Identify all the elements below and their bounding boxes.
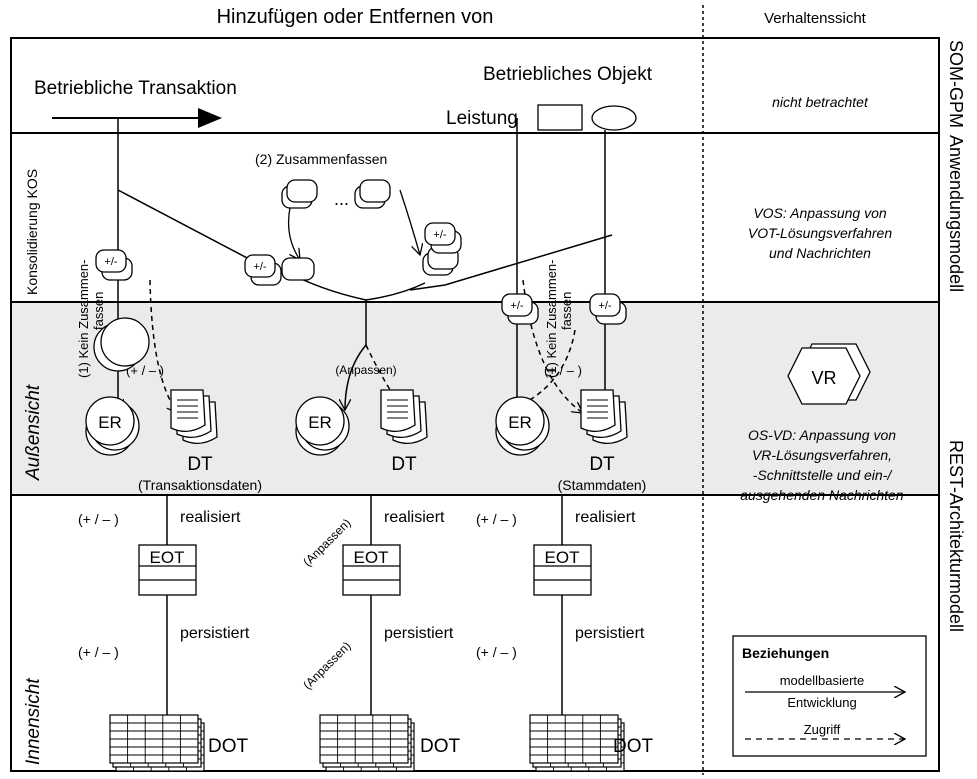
side-label-rest: REST-Architekturmodell: [946, 440, 966, 632]
dt-symbol-3: [580, 389, 628, 444]
innen-pm-3b: (+ / – ): [476, 644, 517, 660]
er-label: ER: [508, 413, 532, 432]
plusminus-text: +/-: [104, 256, 117, 268]
persistiert-1: persistiert: [180, 625, 250, 642]
realisiert-2: realisiert: [384, 509, 445, 526]
dot-label-1: DOT: [208, 736, 249, 757]
kos-box: [281, 257, 315, 281]
vr-label: VR: [811, 368, 836, 388]
header-right: Verhaltenssicht: [764, 10, 867, 27]
osvd-line-4: ausgehenden Nachrichten: [740, 487, 904, 503]
aussen-pm-1: (+ / – ): [126, 363, 164, 378]
dot-grid-1: [109, 714, 205, 772]
persistiert-3: persistiert: [575, 625, 645, 642]
innen-pm-1a: (+ / – ): [78, 511, 119, 527]
plusminus-badge: +/-: [244, 254, 282, 286]
kein-zusammenfassen-1a: (1) Kein Zusammen-: [76, 260, 91, 378]
dt-label-1: DT: [187, 454, 213, 475]
er-symbol-3: ER: [495, 396, 550, 456]
eot-label: EOT: [354, 548, 389, 567]
plusminus-text: +/-: [433, 229, 446, 241]
eot-label: EOT: [150, 548, 185, 567]
leistung-label: Leistung: [446, 108, 518, 129]
er-symbol-1b: ER: [85, 396, 140, 456]
aussen-anpassen: (Anpassen): [335, 363, 396, 377]
objekt-ellipse-icon: [591, 105, 637, 131]
eot-symbol-1: EOT: [138, 544, 197, 596]
side-label-anwendungsmodell: Anwendungsmodell: [946, 135, 966, 292]
header-left: Hinzufügen oder Entfernen von: [217, 6, 494, 28]
eot-label: EOT: [545, 548, 580, 567]
row-label-konsolidierung: Konsolidierung KOS: [24, 169, 40, 295]
kein-zusammenfassen-2b: fassen: [559, 292, 574, 330]
legend: Beziehungen modellbasierte Entwicklung Z…: [732, 635, 927, 757]
plusminus-badge: +/-: [501, 293, 539, 325]
merge-out-1: [345, 344, 367, 410]
merge-curve-b: [399, 189, 420, 255]
vos-line-2: VOT-Lösungsverfahren: [748, 225, 892, 241]
plusminus-text: +/-: [598, 300, 611, 312]
eot-symbol-3: EOT: [533, 544, 592, 596]
plusminus-badge: +/-: [424, 222, 462, 254]
stammdaten-label: (Stammdaten): [558, 477, 647, 493]
merge-line-right: [409, 234, 613, 291]
er-symbol-1: [93, 317, 150, 372]
realisiert-1: realisiert: [180, 509, 241, 526]
dt-label-3: DT: [589, 454, 615, 475]
objekt-label: Betriebliches Objekt: [483, 64, 653, 85]
plusminus-badge: +/-: [95, 249, 133, 281]
transaktionsdaten-label: (Transaktionsdaten): [138, 477, 262, 493]
er-label: ER: [98, 413, 122, 432]
vos-line-3: und Nachrichten: [769, 245, 871, 261]
innen-pm-1b: (+ / – ): [78, 644, 119, 660]
dot-grid-3: [529, 714, 625, 772]
side-label-som-gpm: SOM-GPM: [946, 40, 966, 128]
eot-symbol-2: EOT: [342, 544, 401, 596]
dt-label-2: DT: [391, 454, 417, 475]
row-label-innensicht: Innensicht: [23, 678, 44, 765]
legend-modellbasierte: modellbasierte: [780, 673, 865, 688]
dot-label-2: DOT: [420, 736, 461, 757]
osvd-line-1: OS-VD: Anpassung von: [748, 427, 896, 443]
dt-symbol-1: [170, 389, 218, 444]
vr-symbol: VR: [787, 343, 871, 405]
osvd-line-2: VR-Lösungsverfahren,: [752, 447, 892, 463]
kos-box: [286, 179, 318, 203]
osvd-line-3: -Schnittstelle und ein-/: [753, 467, 894, 483]
innen-anpassen-2: (Anpassen): [300, 639, 353, 692]
innen-pm-3a: (+ / – ): [476, 511, 517, 527]
dot-label-3: DOT: [613, 736, 654, 757]
kos-box-group: [281, 179, 459, 281]
aussensicht-band: [11, 302, 939, 495]
dt-symbol-2: [380, 389, 428, 444]
vos-line-1: VOS: Anpassung von: [753, 205, 887, 221]
legend-title: Beziehungen: [742, 645, 829, 661]
plusminus-text: +/-: [510, 300, 523, 312]
dot-grid-2: [319, 714, 415, 772]
persistiert-2: persistiert: [384, 625, 454, 642]
er-label: ER: [308, 413, 332, 432]
row-label-aussensicht: Außensicht: [23, 384, 44, 481]
kein-zusammenfassen-1b: fassen: [91, 292, 106, 330]
legend-zugriff: Zugriff: [804, 722, 841, 737]
nicht-betrachtet: nicht betrachtet: [772, 94, 869, 110]
realisiert-3: realisiert: [575, 509, 636, 526]
objekt-rect-icon: [537, 104, 583, 131]
plusminus-badge: +/-: [589, 293, 627, 325]
plusminus-text: +/-: [253, 261, 266, 273]
kein-zusammenfassen-2a: (1) Kein Zusammen-: [544, 260, 559, 378]
legend-entwicklung: Entwicklung: [787, 695, 856, 710]
zusammenfassen-label: (2) Zusammenfassen: [255, 151, 387, 167]
kos-ellipsis: ...: [334, 189, 349, 209]
main-frame: [10, 37, 940, 772]
aussen-pm-2: (+ / – ): [544, 363, 582, 378]
transaktion-label: Betriebliche Transaktion: [34, 78, 237, 99]
kos-box: [359, 179, 391, 203]
er-symbol-2: ER: [295, 396, 350, 456]
